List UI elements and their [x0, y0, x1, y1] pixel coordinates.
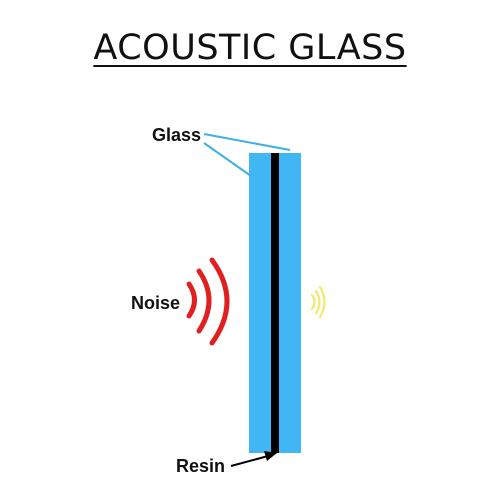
glass-pointer-line-bottom [203, 142, 252, 177]
resin-layer [271, 153, 279, 453]
resin-label: Resin [176, 456, 226, 476]
diagram-title: ACOUSTIC GLASS [93, 28, 407, 68]
transmitted-waves [310, 285, 326, 319]
resin-arrow-shaft [230, 455, 269, 467]
glass-pointer-line-top [203, 133, 291, 151]
glass-pane-left [249, 153, 271, 453]
transmitted-wave-inner [310, 293, 316, 311]
noise-wave-middle [196, 268, 212, 334]
noise-label: Noise [131, 293, 181, 313]
noise-wave-outer [209, 257, 230, 346]
resin-pointer-arrow [230, 451, 277, 467]
resin-arrow-head [264, 451, 277, 461]
noise-wave-inner [186, 281, 197, 319]
transmitted-wave-middle [314, 289, 321, 315]
glass-pane-right [279, 153, 301, 453]
glass-label: Glass [152, 125, 202, 145]
transmitted-wave-outer [318, 285, 326, 319]
noise-waves [186, 257, 230, 346]
